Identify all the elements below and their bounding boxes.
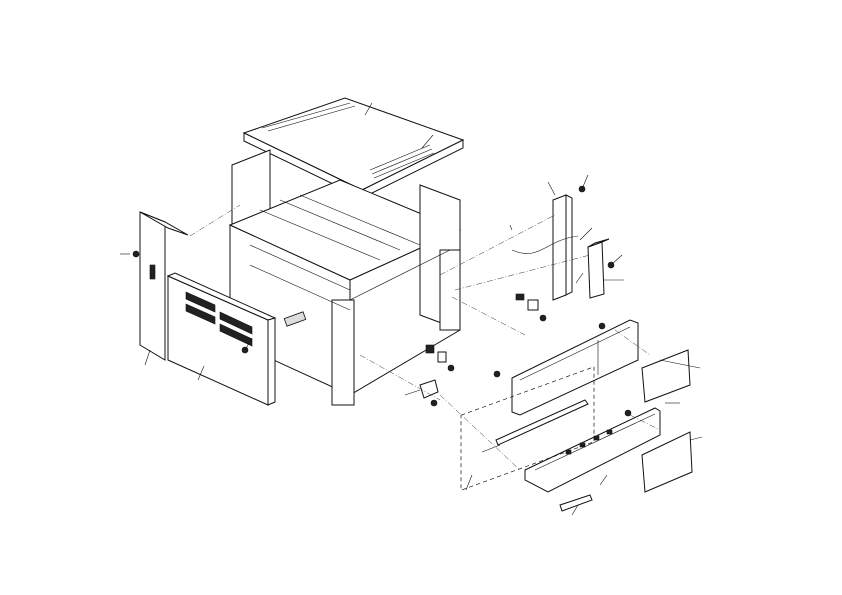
front-lower-cover (524, 407, 661, 493)
control-board-bracket (511, 194, 579, 301)
dashed-callout-box (460, 366, 595, 491)
switch (515, 293, 525, 301)
switch-bracket (527, 299, 539, 311)
screw (430, 399, 438, 407)
power-unit (587, 238, 610, 299)
top-cover (242, 97, 465, 199)
cover-vents (369, 144, 435, 179)
rail (495, 399, 589, 446)
screw (624, 409, 632, 417)
screw (539, 314, 547, 322)
side-vents (185, 291, 253, 347)
front-upper-cover (511, 319, 639, 416)
screw (598, 322, 606, 330)
side-panel-upper (641, 349, 691, 403)
gear-part (419, 379, 439, 399)
screw (447, 364, 455, 372)
assembly-center-lines (189, 204, 661, 471)
left-rear-cover (139, 211, 189, 361)
screw (493, 370, 501, 378)
left-side-cover (166, 272, 277, 406)
side-panel-lower (641, 431, 693, 493)
cover-clips (565, 429, 613, 455)
cover-latch (149, 264, 156, 280)
label-strip (559, 494, 593, 512)
frame-leg-front (331, 299, 355, 406)
leader-lines (120, 102, 703, 516)
switch (425, 344, 435, 354)
switch-bracket (437, 351, 447, 363)
switch-parts (419, 293, 539, 399)
frame-leg-right (439, 249, 461, 331)
frame-label (283, 311, 307, 327)
screws (132, 185, 632, 417)
screw (132, 250, 140, 258)
